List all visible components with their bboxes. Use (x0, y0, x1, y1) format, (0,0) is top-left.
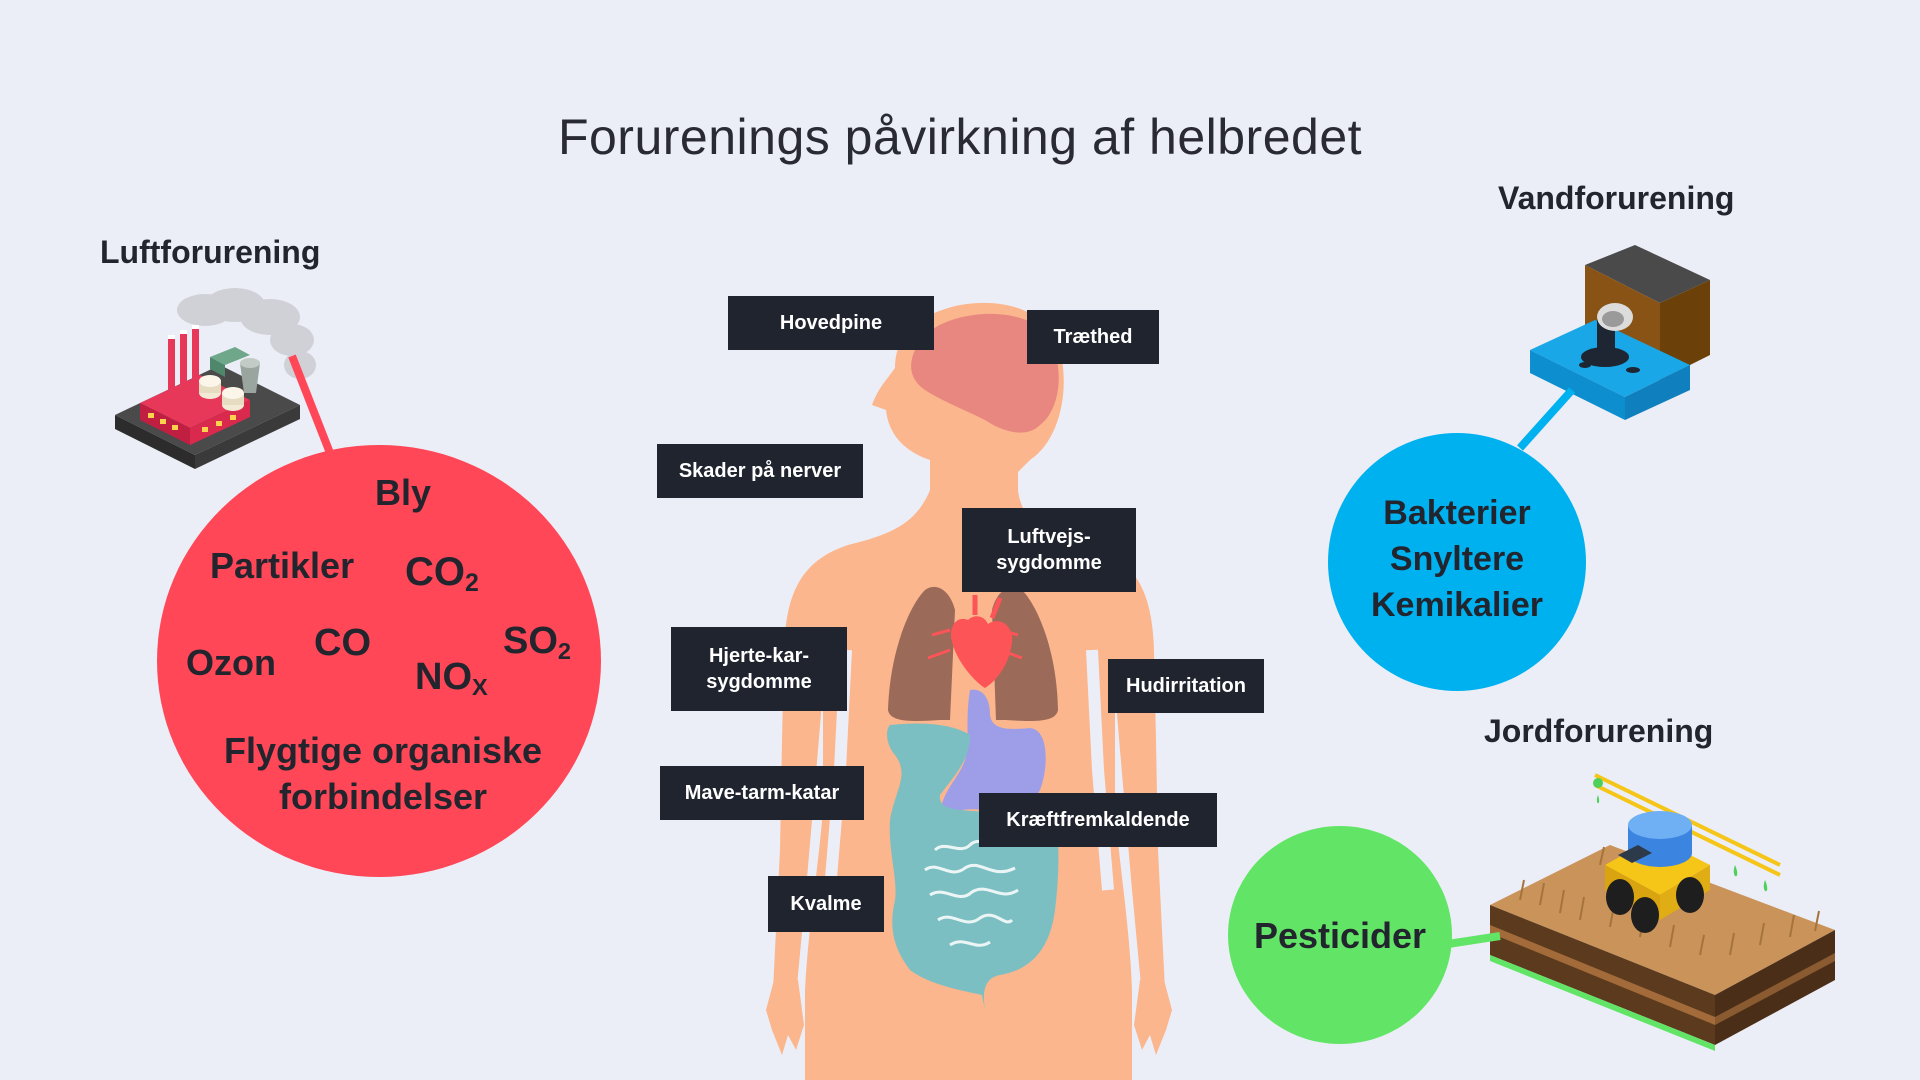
label-skader-paa-nerver: Skader på nerver (657, 444, 863, 498)
pollutant-bly: Bly (375, 472, 432, 513)
soil-item-pesticider: Pesticider (1253, 915, 1427, 956)
page-title: Forurenings påvirkning af helbredet (557, 109, 1363, 165)
water-item-snyltere: Snyltere (1389, 540, 1525, 578)
label-mave-tarm-katar: Mave-tarm-katar (660, 766, 864, 820)
pollutant-nox: NOX (415, 656, 488, 700)
water-pipe-illustration (1530, 245, 1710, 420)
field-tractor-illustration (1490, 773, 1835, 1051)
pollutant-co: CO (314, 622, 371, 664)
heart-icon (950, 616, 1013, 688)
pollutant-co2: CO2 (405, 550, 479, 598)
pollutant-ozon: Ozon (186, 642, 276, 683)
water-item-bakterier: Bakterier (1383, 494, 1531, 532)
water-pollution-heading: Vandforurening (1498, 180, 1735, 216)
water-pollutant-circle (1328, 433, 1586, 691)
human-body-illustration (766, 302, 1172, 1080)
label-hjerte-kar-sygdomme: Hjerte-kar- sygdomme (671, 627, 847, 711)
pollutant-so2: SO2 (503, 620, 572, 664)
label-kvalme: Kvalme (768, 876, 884, 932)
label-hudirritation: Hudirritation (1108, 659, 1264, 713)
factory-illustration (115, 288, 316, 469)
brain-icon (911, 313, 1059, 433)
soil-pollutant-list: Pesticider (1228, 913, 1452, 959)
pollutant-voc-line1: Flygtige organiske (223, 730, 543, 771)
label-hovedpine: Hovedpine (728, 296, 934, 350)
soil-pollutant-circle (1228, 826, 1452, 1044)
stomach-icon (940, 689, 1046, 818)
water-pollutant-list: Bakterier Snyltere Kemikalier (1328, 490, 1586, 628)
label-luftvejssygdomme: Luftvejs- sygdomme (962, 508, 1136, 592)
air-pollutant-circle (157, 445, 601, 877)
pollutant-partikler: Partikler (210, 545, 355, 586)
air-pollution-heading: Luftforurening (100, 234, 321, 270)
soil-pollution-heading: Jordforurening (1484, 713, 1714, 749)
label-kraeftfremkaldende: Kræftfremkaldende (979, 793, 1217, 847)
water-item-kemikalier: Kemikalier (1371, 586, 1543, 624)
label-traethed: Træthed (1027, 310, 1159, 364)
lungs-icon (888, 586, 955, 721)
pollutant-voc: Flygtige organiske forbindelser (190, 728, 576, 820)
pollutant-voc-line2: forbindelser (278, 776, 488, 817)
